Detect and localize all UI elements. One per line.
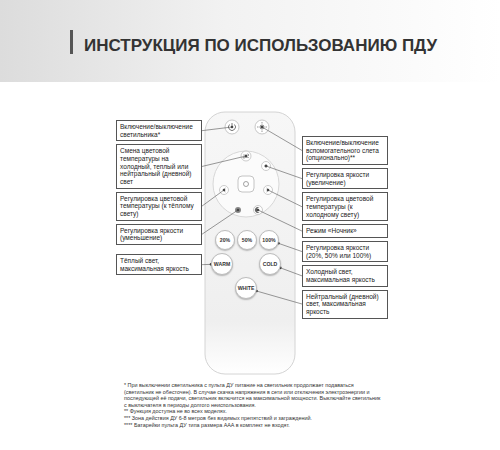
night-mode-button — [254, 206, 263, 215]
leader-line — [202, 190, 224, 206]
center-icon — [244, 182, 249, 187]
button-label: WHITE — [238, 285, 255, 291]
leader-dot — [237, 209, 240, 212]
page-title: ИНСТРУКЦИЯ ПО ИСПОЛЬЗОВАНИЮ ПДУ — [84, 36, 437, 56]
leader-dot — [265, 165, 268, 168]
leader-dot — [223, 189, 226, 192]
center-button — [238, 176, 254, 192]
cold-temp-button — [264, 186, 273, 195]
leader-line — [258, 210, 302, 231]
connector-line — [278, 243, 302, 251]
leader-line — [262, 127, 302, 150]
leader-dot — [261, 126, 264, 129]
connector — [277, 242, 302, 252]
callout-text: Регулировка цветовой температуры (к тёпл… — [120, 195, 198, 218]
remote-button: WHITE — [235, 277, 257, 299]
footnote: *** Зона действия ДУ 6-8 метров без види… — [124, 415, 382, 422]
leader-line — [202, 156, 246, 166]
footnote: ** Функция доступна не во всех моделях. — [124, 408, 382, 415]
leader-line — [266, 166, 302, 179]
left-arrow-icon — [223, 188, 226, 192]
footnote: **** Батарейки пульта ДУ типа размера AA… — [124, 422, 382, 429]
remote-button: 50% — [237, 230, 257, 250]
connector — [255, 290, 302, 304]
button-label: 50% — [242, 237, 252, 243]
footnote: * При выключении светильника с пульта ДУ… — [124, 382, 382, 408]
leader-dot — [245, 155, 248, 158]
sun-icon — [260, 125, 264, 129]
leader-line — [268, 190, 302, 207]
sun-rays — [257, 122, 267, 132]
connector-line — [257, 291, 302, 304]
callout-box: Включение/выключение вспомогательного сл… — [302, 136, 388, 165]
brightness-up-button — [262, 162, 271, 171]
connector-line — [202, 264, 211, 265]
callout-box: Включение/выключение светильника* — [116, 120, 202, 141]
button-label: 20% — [220, 237, 230, 243]
right-arrow-icon — [267, 188, 270, 192]
control-dial — [213, 151, 279, 217]
power-button — [225, 120, 239, 134]
connector-line — [280, 268, 302, 276]
moon-icon — [255, 207, 260, 213]
callout-text: Смена цветовой температуры на холодный, … — [120, 147, 198, 185]
callout-box: Регулировка цветовой температуры (к тёпл… — [116, 192, 202, 221]
banner-mark — [70, 30, 73, 54]
temperature-swap-button — [241, 151, 251, 161]
aux-light-button — [255, 120, 269, 134]
remote-button: 20% — [215, 230, 235, 250]
footnotes: * При выключении светильника с пульта ДУ… — [124, 382, 382, 428]
callout-text: Включение/выключение светильника* — [120, 123, 198, 138]
remote-body — [205, 112, 295, 374]
callout-text: Регулировка цветовой температуры (к холо… — [306, 195, 384, 218]
callout-box: Нейтральный (дневной) свет, максимальная… — [302, 290, 388, 319]
callout-box: Холодный свет, максимальная яркость — [302, 265, 388, 286]
callout-box: Регулировка яркости (20%, 50% или 100%) — [302, 241, 388, 262]
remote-button: WARM — [211, 253, 233, 275]
callout-text: Включение/выключение вспомогательного сл… — [306, 139, 384, 162]
callout-box: Тёплый свет, максимальная яркость — [116, 254, 202, 275]
leader-line — [202, 127, 232, 131]
callout-box: Смена цветовой температуры на холодный, … — [116, 144, 202, 188]
callout-box: Регулировка яркости (увеличение) — [302, 168, 388, 189]
callout-text: Холодный свет, максимальная яркость — [306, 268, 384, 283]
callout-text: Режим «Ночник» — [306, 227, 384, 235]
plus-icon — [264, 164, 268, 168]
remote-button: COLD — [259, 253, 281, 275]
callout-text: Регулировка яркости (увеличение) — [306, 171, 384, 186]
callout-box: Регулировка яркости (уменьшение) — [116, 224, 202, 245]
callout-text: Тёплый свет, максимальная яркость — [120, 257, 198, 272]
warm-temp-button — [220, 186, 229, 195]
button-label: WARM — [214, 261, 230, 267]
brightness-down-button — [235, 207, 241, 213]
callout-text: Нейтральный (дневной) свет, максимальная… — [306, 293, 384, 316]
connector — [279, 267, 302, 276]
callout-text: Регулировка яркости (20%, 50% или 100%) — [306, 244, 384, 259]
button-label: COLD — [263, 261, 278, 267]
leader-dot — [267, 189, 270, 192]
leader-dot — [257, 209, 260, 212]
button-label: 100% — [262, 237, 275, 243]
callout-box: Регулировка цветовой температуры (к холо… — [302, 192, 388, 221]
leader-dot — [231, 126, 234, 129]
callout-box: Режим «Ночник» — [302, 224, 388, 238]
callout-text: Регулировка яркости (уменьшение) — [120, 227, 198, 242]
remote-button: 100% — [259, 230, 279, 250]
